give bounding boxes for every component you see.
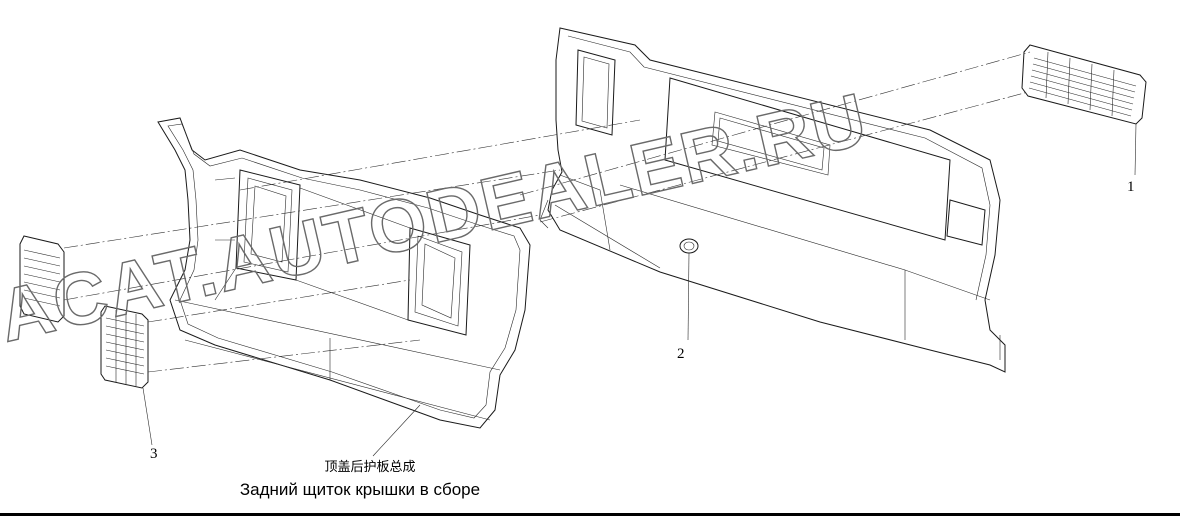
callout-label-1: 1: [1127, 179, 1135, 195]
left-grille-upper: [19, 235, 65, 323]
left-rear-cover-panel: [157, 117, 531, 429]
grille-part-3: [100, 305, 149, 389]
caption-russian: Задний щиток крышки в сборе: [239, 480, 481, 499]
callout-label-2: 2: [677, 346, 685, 362]
caption-chinese: 顶盖后护板总成: [324, 460, 416, 475]
callout-label-3: 3: [150, 446, 158, 462]
grille-part-1: [1021, 44, 1147, 125]
leader-lines: [142, 123, 1137, 457]
clip-part-2: [679, 238, 699, 341]
right-rear-cover-panel: [539, 27, 1006, 373]
bottom-rule: [0, 513, 1180, 516]
watermark-text: ACAT.AUTODEALER.RU: [0, 77, 875, 358]
assembly-projection-lines: [63, 51, 1031, 373]
